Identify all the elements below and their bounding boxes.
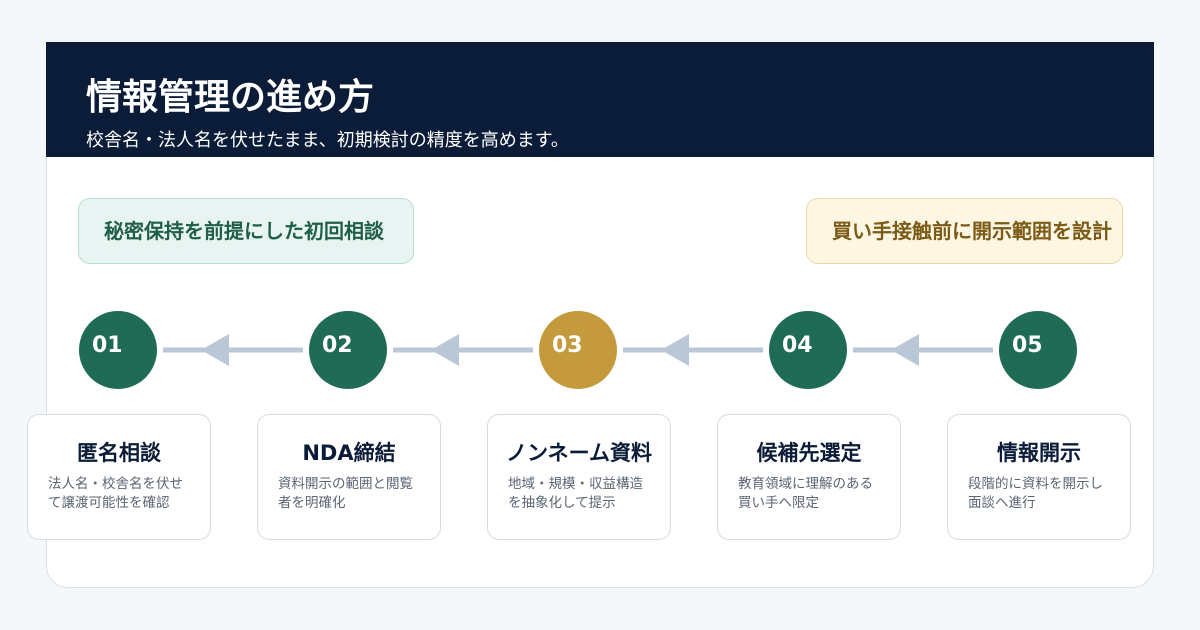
step-card: NDA締結資料開示の範囲と閲覧者を明確化 — [257, 414, 441, 540]
page-title: 情報管理の進め方 — [86, 77, 375, 118]
step-number: 01 — [92, 333, 123, 358]
disclosure-scope-pill: 買い手接触前に開示範囲を設計 — [806, 198, 1123, 264]
step-card: 情報開示段階的に資料を開示し面談へ進行 — [947, 414, 1131, 540]
step-title: 匿名相談 — [77, 441, 161, 465]
step-number: 03 — [552, 333, 583, 358]
step-circle — [769, 311, 847, 389]
step-circle — [309, 311, 387, 389]
step-number: 04 — [782, 333, 813, 358]
step-circle — [999, 311, 1077, 389]
header-banner: 情報管理の進め方 校舎名・法人名を伏せたまま、初期検討の精度を高めます。 — [46, 42, 1154, 157]
arrow-left-icon — [201, 334, 229, 366]
arrow-left-icon — [431, 334, 459, 366]
step-description: 教育領域に理解のある買い手へ限定 — [738, 476, 873, 511]
arrow-left-icon — [661, 334, 689, 366]
arrow-left-icon — [891, 334, 919, 366]
step-number: 02 — [322, 333, 353, 358]
step-title: NDA締結 — [302, 441, 396, 465]
step-circle — [539, 311, 617, 389]
step-description: 段階的に資料を開示し面談へ進行 — [968, 476, 1103, 511]
step-title: 情報開示 — [997, 441, 1081, 465]
step-circle — [79, 311, 157, 389]
step-description: 資料開示の範囲と閲覧者を明確化 — [278, 476, 413, 511]
step-card: 候補先選定教育領域に理解のある買い手へ限定 — [717, 414, 901, 540]
confidential-consultation-pill: 秘密保持を前提にした初回相談 — [78, 198, 414, 264]
step-card: 匿名相談法人名・校舎名を伏せて譲渡可能性を確認 — [27, 414, 211, 540]
step-title: ノンネーム資料 — [506, 441, 652, 465]
step-title: 候補先選定 — [756, 441, 862, 465]
step-card: ノンネーム資料地域・規模・収益構造を抽象化して提示 — [487, 414, 671, 540]
step-number: 05 — [1012, 333, 1043, 358]
step-description: 地域・規模・収益構造を抽象化して提示 — [508, 476, 643, 511]
step-description: 法人名・校舎名を伏せて譲渡可能性を確認 — [48, 476, 183, 511]
page-subtitle: 校舎名・法人名を伏せたまま、初期検討の精度を高めます。 — [86, 130, 569, 151]
